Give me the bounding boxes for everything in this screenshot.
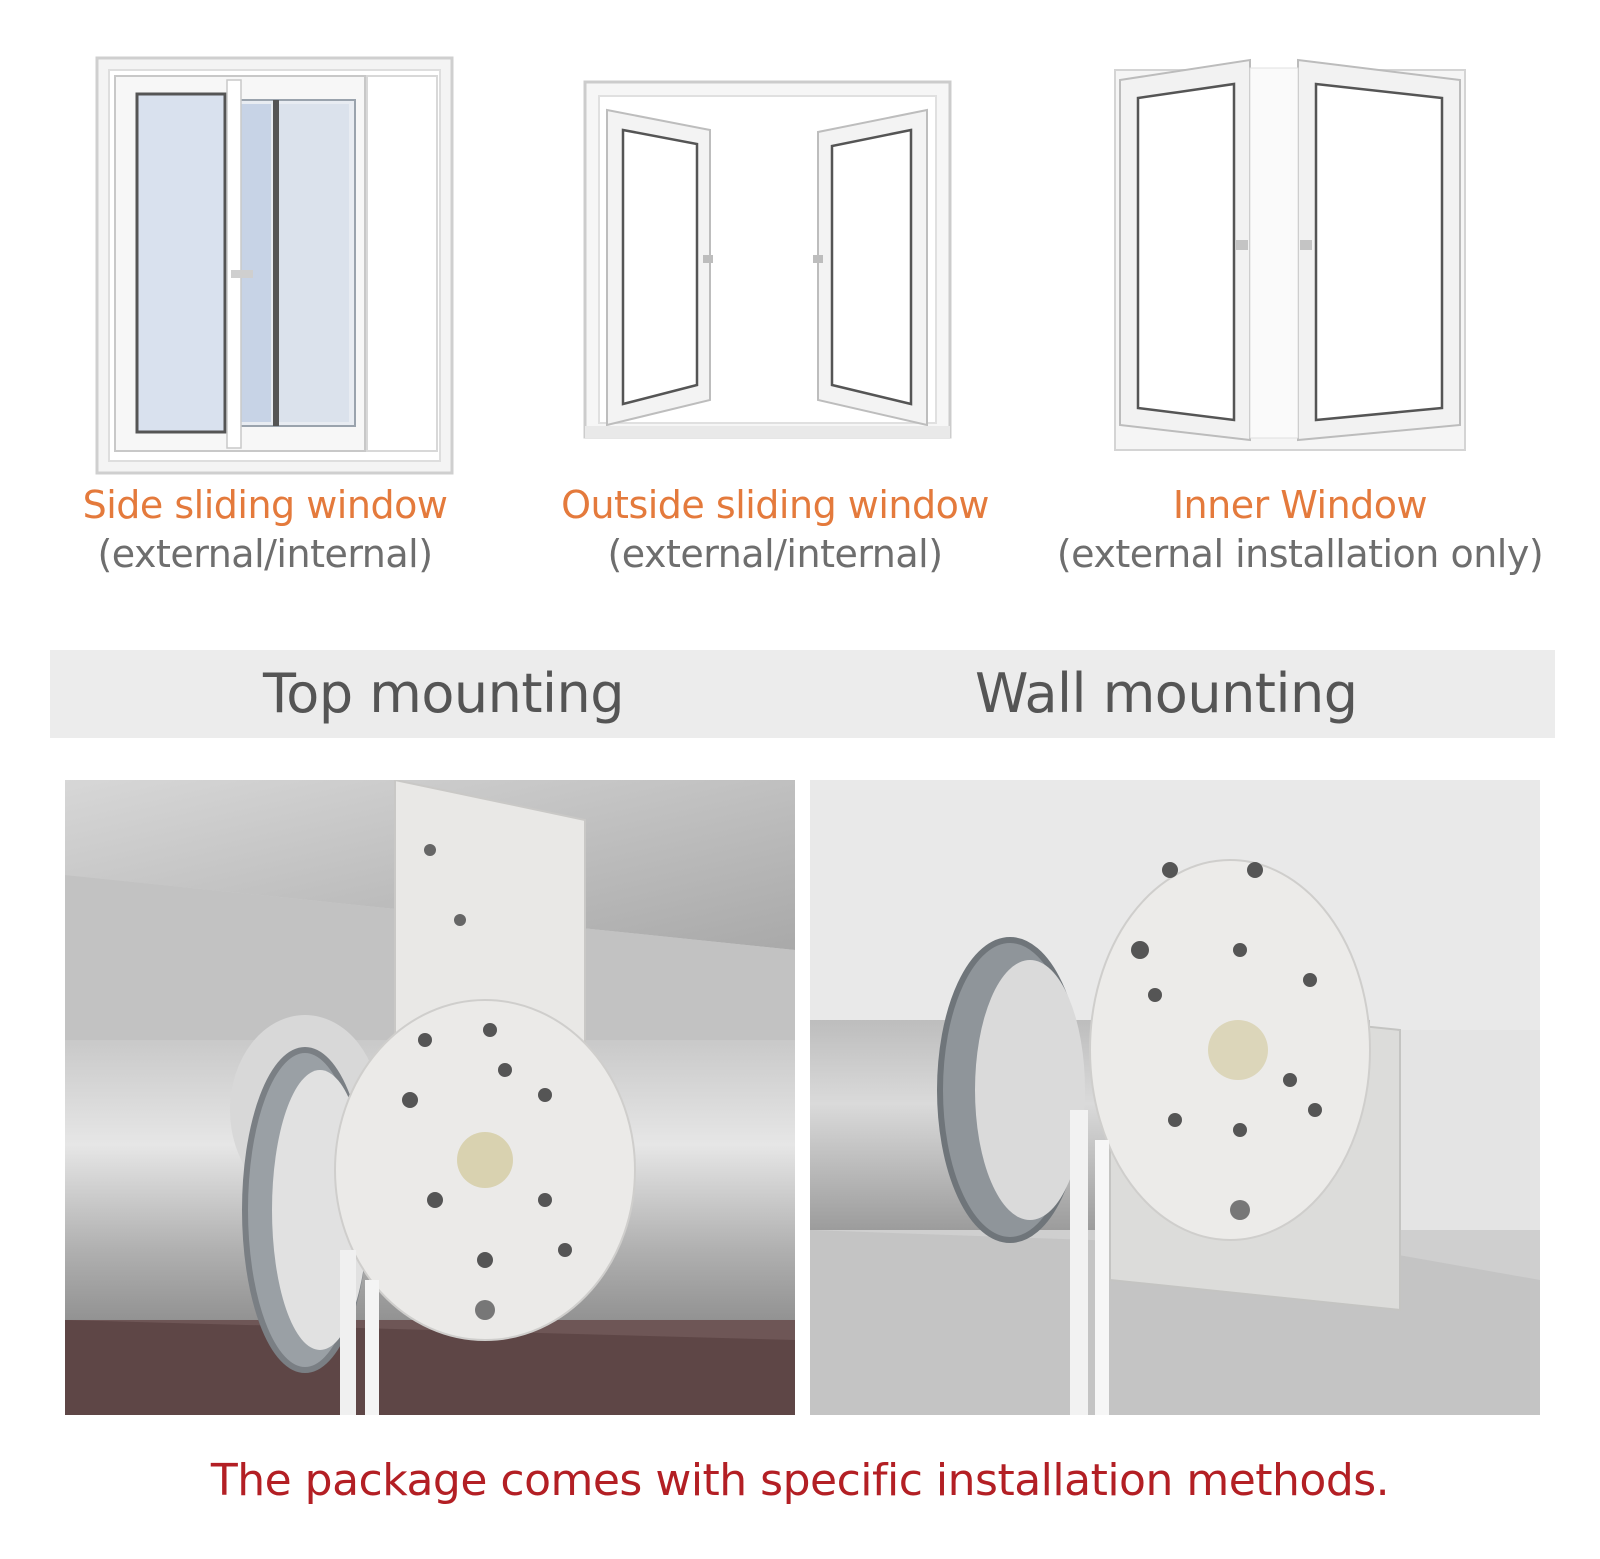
inward-casement-window-illustration: [1050, 40, 1550, 480]
window-type-title: Outside sliding window: [561, 483, 989, 527]
top-mount-bracket-photo: [65, 780, 795, 1415]
window-type-side-sliding: Side sliding window (external/internal): [15, 40, 515, 600]
wall-mounting-label: Wall mounting: [975, 662, 1358, 725]
top-mounting-label: Top mounting: [263, 662, 625, 725]
window-type-title: Inner Window: [1172, 483, 1428, 527]
window-type-subtitle: (external/internal): [607, 532, 943, 576]
window-type-inner-window: Inner Window (external installation only…: [1050, 40, 1550, 600]
wall-mount-bracket-photo: [810, 780, 1540, 1415]
window-type-subtitle: (external installation only): [1056, 532, 1544, 576]
mounting-header-band: Top mounting Wall mounting: [50, 650, 1555, 738]
installation-note: The package comes with specific installa…: [210, 1455, 1390, 1506]
window-type-outside-sliding: Outside sliding window (external/interna…: [525, 40, 1025, 600]
window-type-subtitle: (external/internal): [97, 532, 433, 576]
outward-casement-window-illustration: [525, 40, 1025, 480]
sliding-window-illustration: [15, 40, 515, 480]
window-type-title: Side sliding window: [82, 483, 448, 527]
